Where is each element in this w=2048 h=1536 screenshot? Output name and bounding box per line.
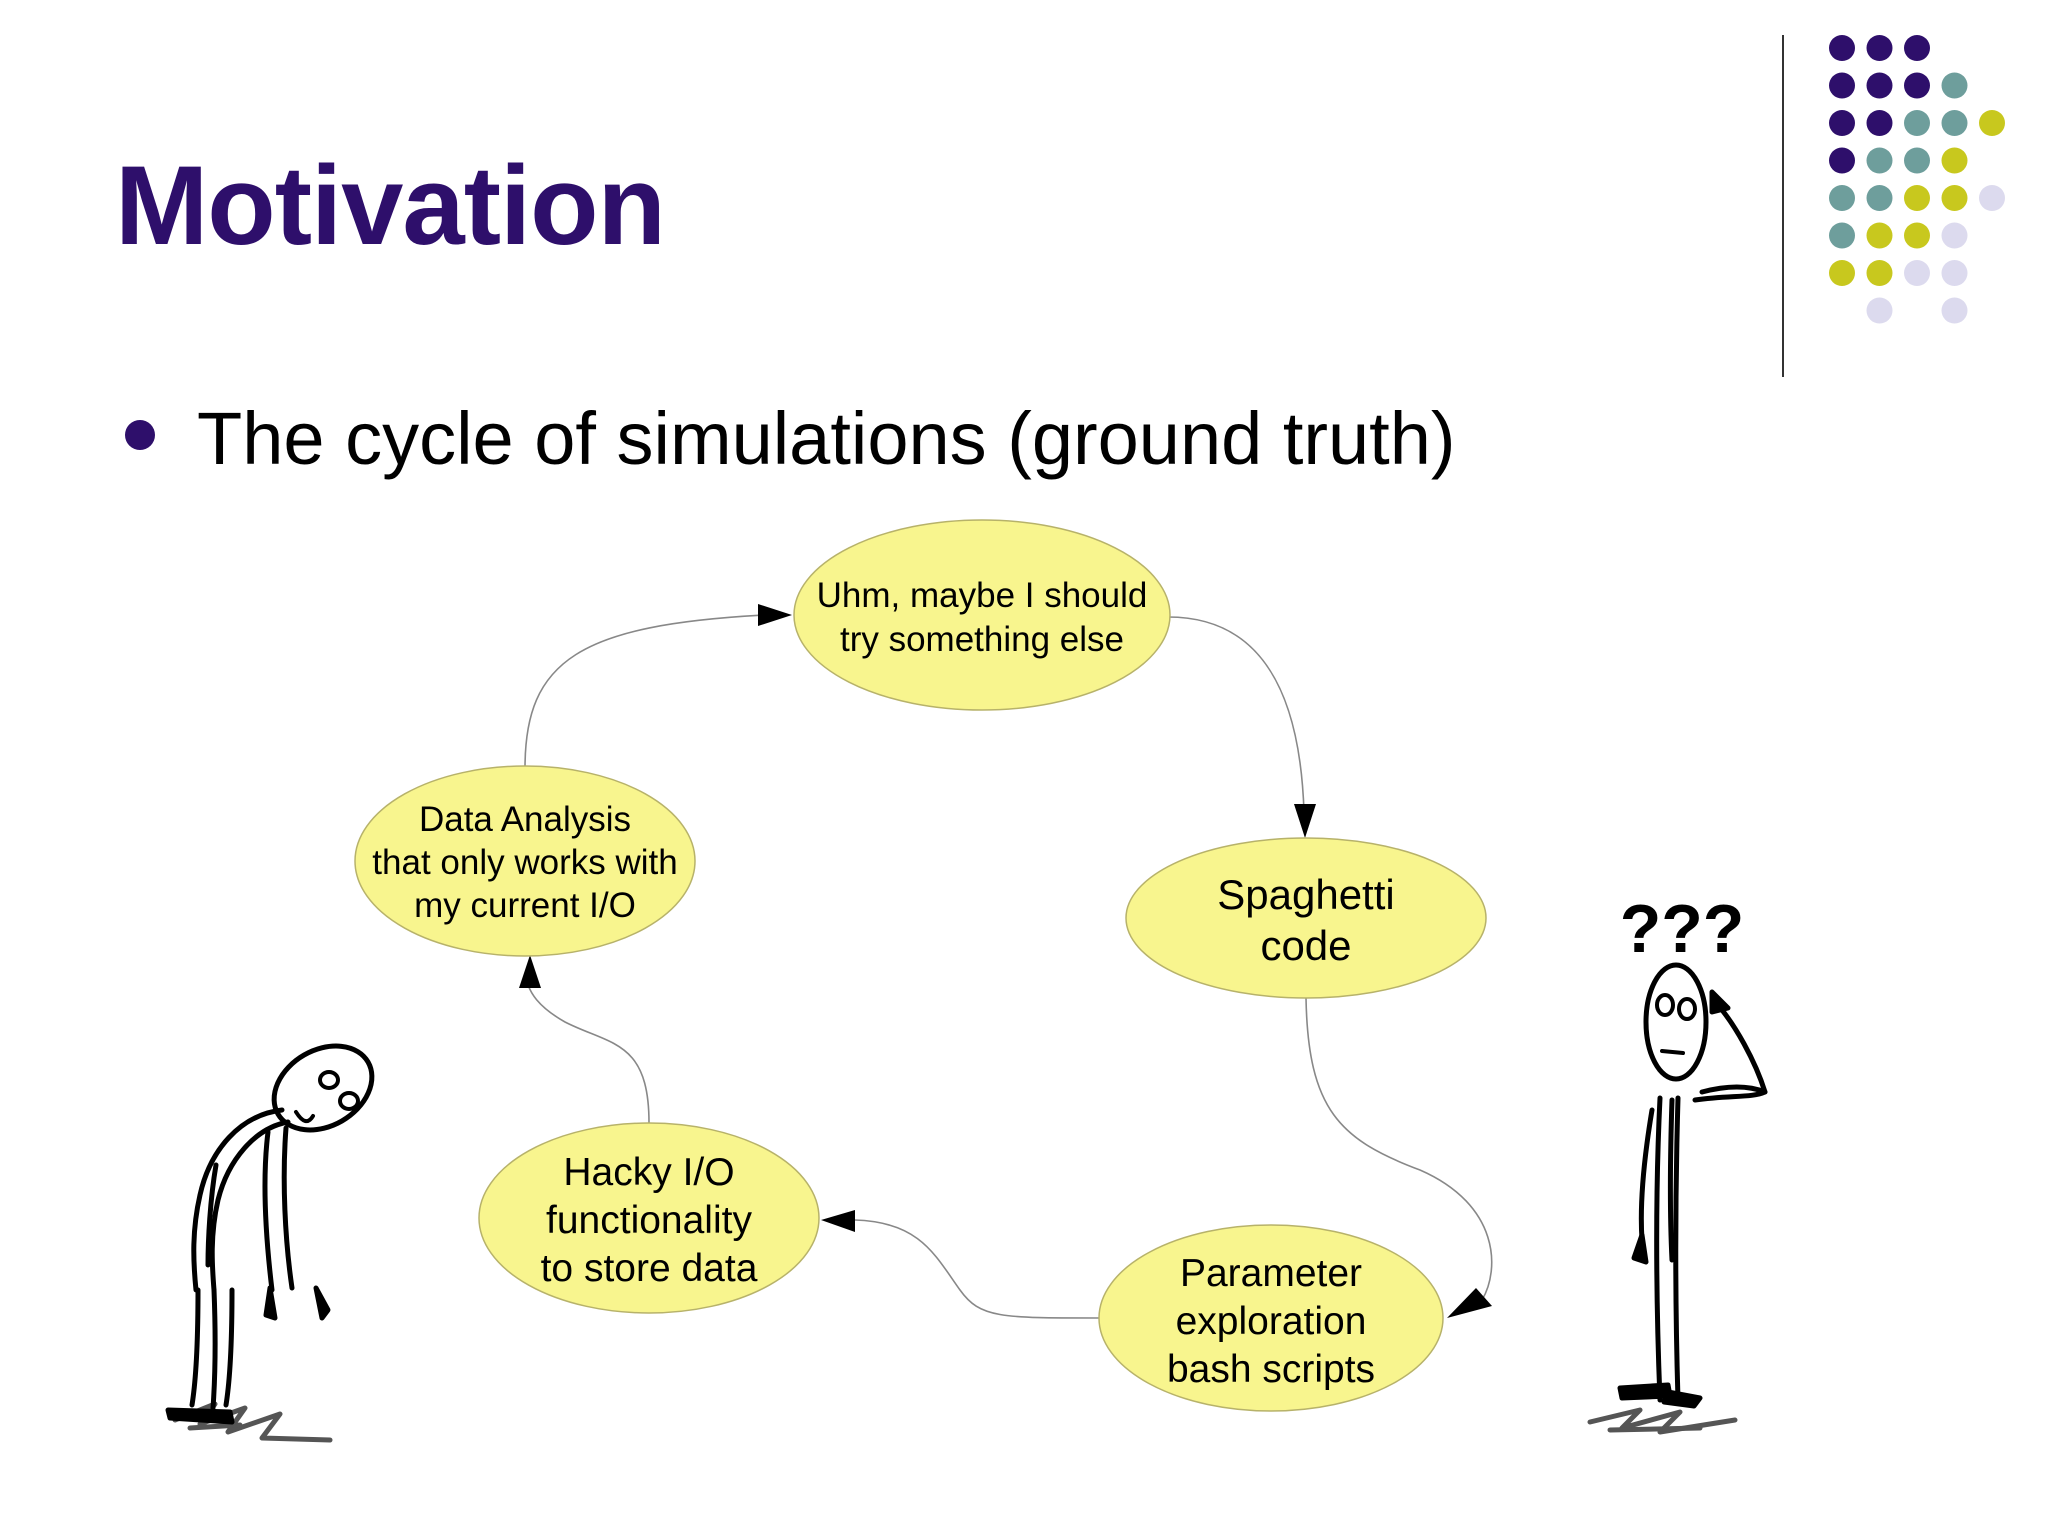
decor-dot-purple — [1904, 72, 1930, 99]
decor-dot-teal — [1866, 147, 1893, 174]
node-spaghetti-line-1: Spaghetti — [1217, 871, 1394, 918]
arrowhead-icon — [519, 955, 541, 988]
decor-dot-olive — [1941, 147, 1968, 174]
edge-hacky-io-to-data-analysis — [527, 984, 650, 1124]
node-data-analysis: Data Analysis that only works with my cu… — [354, 765, 696, 957]
node-parameter-line-2: exploration — [1176, 1300, 1367, 1343]
arrowhead-icon — [821, 1210, 855, 1232]
decor-dot-purple — [1829, 147, 1855, 174]
decor-dot-teal — [1904, 110, 1930, 136]
decor-dot-lavender — [1866, 297, 1893, 324]
decor-dot-olive — [1829, 260, 1855, 286]
decor-dot-purple — [1829, 35, 1855, 61]
decor-dot-purple — [1866, 110, 1893, 136]
node-try-else-line-2: try something else — [840, 620, 1124, 659]
arrowhead-icon — [1294, 804, 1316, 838]
node-try-else: Uhm, maybe I should try something else — [793, 519, 1171, 711]
decor-dot-purple — [1866, 35, 1893, 61]
decor-dot-purple — [1829, 110, 1855, 136]
decor-dot-purple — [1866, 72, 1893, 99]
decor-dot-olive — [1866, 222, 1893, 249]
decor-dot-purple — [1904, 35, 1930, 61]
decor-dot-lavender — [1941, 297, 1968, 324]
decor-dot-teal — [1941, 110, 1968, 136]
sad-stick-figure-icon — [165, 1043, 375, 1443]
decor-dot-teal — [1829, 185, 1855, 211]
decorative-dot-grid — [1829, 35, 2005, 324]
decor-dot-lavender — [1979, 185, 2005, 211]
decor-dot-olive — [1941, 185, 1968, 211]
confused-question-marks: ??? — [1620, 891, 1745, 967]
bullet-dot-icon — [125, 420, 155, 450]
decor-dot-olive — [1866, 260, 1893, 286]
decor-dot-purple — [1829, 72, 1855, 99]
decor-dot-lavender — [1941, 222, 1968, 249]
node-hacky-io-line-1: Hacky I/O — [563, 1151, 734, 1194]
edge-parameter-to-hacky-io — [854, 1219, 1101, 1319]
bullet-item: The cycle of simulations (ground truth) — [125, 402, 1456, 476]
edge-try-else-to-spaghetti — [1167, 616, 1305, 813]
node-hacky-io-line-3: to store data — [541, 1247, 758, 1290]
node-try-else-line-1: Uhm, maybe I should — [817, 576, 1148, 615]
header-divider — [1782, 35, 1784, 377]
decor-dot-teal — [1866, 185, 1893, 211]
arrowhead-icon — [1447, 1288, 1492, 1318]
node-data-analysis-line-2: that only works with — [372, 843, 677, 882]
decor-dot-teal — [1941, 72, 1968, 99]
node-parameter: Parameter exploration bash scripts — [1098, 1224, 1444, 1412]
node-spaghetti-line-2: code — [1260, 922, 1351, 969]
node-data-analysis-line-3: my current I/O — [414, 886, 636, 925]
node-spaghetti: Spaghetti code — [1125, 837, 1487, 999]
decor-dot-lavender — [1904, 260, 1930, 286]
decor-dot-lavender — [1941, 260, 1968, 286]
decor-dot-teal — [1829, 222, 1855, 249]
decor-dot-olive — [1904, 185, 1930, 211]
node-parameter-line-3: bash scripts — [1167, 1348, 1375, 1391]
node-data-analysis-line-1: Data Analysis — [419, 800, 631, 839]
node-hacky-io: Hacky I/O functionality to store data — [478, 1122, 820, 1314]
decor-dot-olive — [1904, 222, 1930, 249]
node-hacky-io-line-2: functionality — [546, 1199, 752, 1242]
edge-spaghetti-to-parameter — [1305, 997, 1493, 1301]
cycle-edges — [519, 604, 1493, 1319]
slide-title: Motivation — [115, 143, 666, 268]
bullet-text: The cycle of simulations (ground truth) — [197, 397, 1456, 480]
edge-data-analysis-to-try-else — [524, 614, 766, 769]
node-parameter-line-1: Parameter — [1180, 1252, 1362, 1295]
decor-dot-teal — [1904, 147, 1930, 174]
arrowhead-icon — [758, 604, 792, 626]
decor-dot-olive — [1979, 110, 2005, 136]
confused-stick-figure-icon — [1587, 962, 1768, 1435]
